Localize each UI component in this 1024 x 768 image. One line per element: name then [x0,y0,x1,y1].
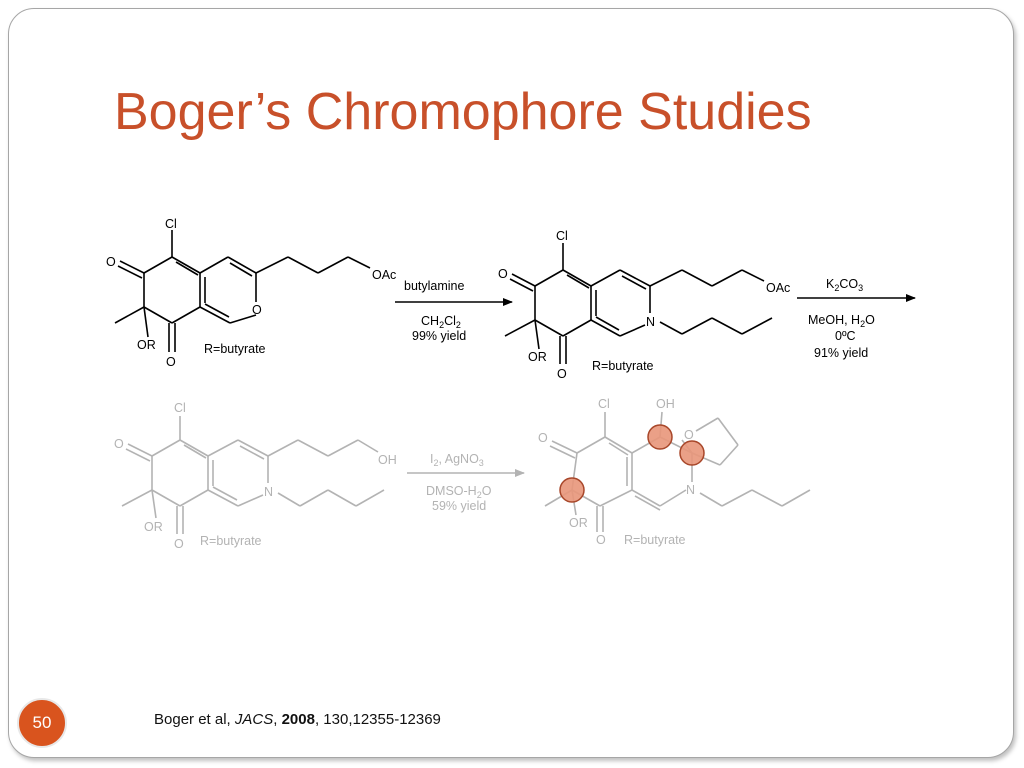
atom-label: O [252,303,262,317]
step-2-reagent: K2CO3 [826,277,863,293]
compound-3: Cl O N OH OR O R=butyrate [114,401,397,551]
slide-title: Boger’s Chromophore Studies [114,83,812,141]
atom-label: OAc [372,268,396,282]
step-2-solvent: MeOH, H2O [808,313,875,329]
step-1-solvent: CH2Cl2 [421,314,461,330]
atom-label: O [557,367,567,381]
atom-label: N [686,483,695,497]
atom-label: OR [569,516,588,530]
step-3-solvent: DMSO-H2O [426,484,492,500]
step-2-yield: 91% yield [814,346,868,360]
atom-label: OAc [766,281,790,295]
step-1-reagent: butylamine [404,279,464,293]
atom-label: N [264,485,273,499]
step-2: K2CO3 MeOH, H2O 0ºC 91% yield [797,277,916,360]
stereocenter-marker [679,440,705,466]
r-group-note: R=butyrate [204,342,266,356]
compound-1-labels: Cl O O OAc OR O R=butyrate [106,217,396,369]
atom-label: O [684,428,694,442]
atom-label: O [114,437,124,451]
atom-label: Cl [165,217,177,231]
compound-1 [114,230,371,352]
stereocenter-marker [559,477,585,503]
atom-label: OR [528,350,547,364]
atom-label: O [596,533,606,547]
slide-frame [8,8,1014,758]
atom-label: OR [137,338,156,352]
step-3-yield: 59% yield [432,499,486,513]
atom-label: O [166,355,176,369]
atom-label: OH [378,453,397,467]
atom-label: O [498,267,508,281]
atom-label: Cl [556,229,568,243]
r-group-note: R=butyrate [624,533,686,547]
step-2-temperature: 0ºC [835,329,856,343]
atom-label: N [646,315,655,329]
stereocenter-highlights [559,424,705,503]
atom-label: OH [656,397,675,411]
atom-label: O [538,431,548,445]
slide-number-badge: 50 [17,698,67,748]
stereocenter-marker [647,424,673,450]
r-group-note: R=butyrate [592,359,654,373]
atom-label: O [174,537,184,551]
step-1-yield: 99% yield [412,329,466,343]
step-3-reagent: I2, AgNO3 [430,452,484,468]
step-1: butylamine CH2Cl2 99% yield [395,279,513,343]
step-3: I2, AgNO3 DMSO-H2O 59% yield [407,452,525,513]
atom-label: Cl [598,397,610,411]
atom-label: O [106,255,116,269]
atom-label: OR [144,520,163,534]
citation: Boger et al, JACS, 2008, 130,12355-12369 [154,711,441,728]
compound-2 [504,243,773,364]
r-group-note: R=butyrate [200,534,262,548]
compound-4: Cl OH O O N OR O R=butyrate [538,397,811,547]
atom-label: Cl [174,401,186,415]
compound-2-labels: Cl O N OAc OR O R=butyrate [498,229,790,381]
